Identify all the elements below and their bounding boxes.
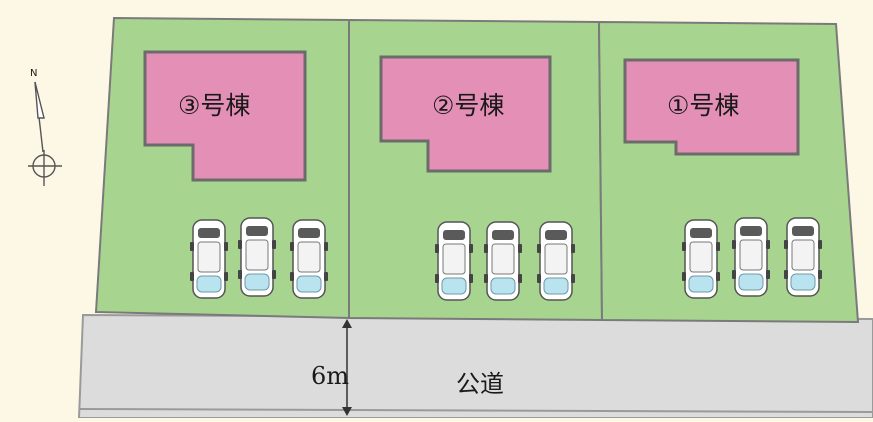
car-icon xyxy=(435,221,473,301)
car-icon xyxy=(290,219,328,299)
car-icon xyxy=(682,219,720,299)
parking-cars xyxy=(190,217,822,301)
arrowhead-bottom xyxy=(342,407,352,416)
car-icon xyxy=(537,221,575,301)
building-1 xyxy=(623,58,800,156)
road-edge-line xyxy=(78,408,873,413)
compass-icon xyxy=(28,81,62,186)
car-icon xyxy=(190,219,228,299)
building-3 xyxy=(143,50,307,182)
public-road xyxy=(77,313,873,419)
car-icon xyxy=(732,217,770,297)
car-icon xyxy=(484,221,522,301)
arrowhead-top xyxy=(342,319,352,328)
car-icon xyxy=(238,217,276,297)
building-2 xyxy=(379,55,552,173)
car-icon xyxy=(784,217,822,297)
